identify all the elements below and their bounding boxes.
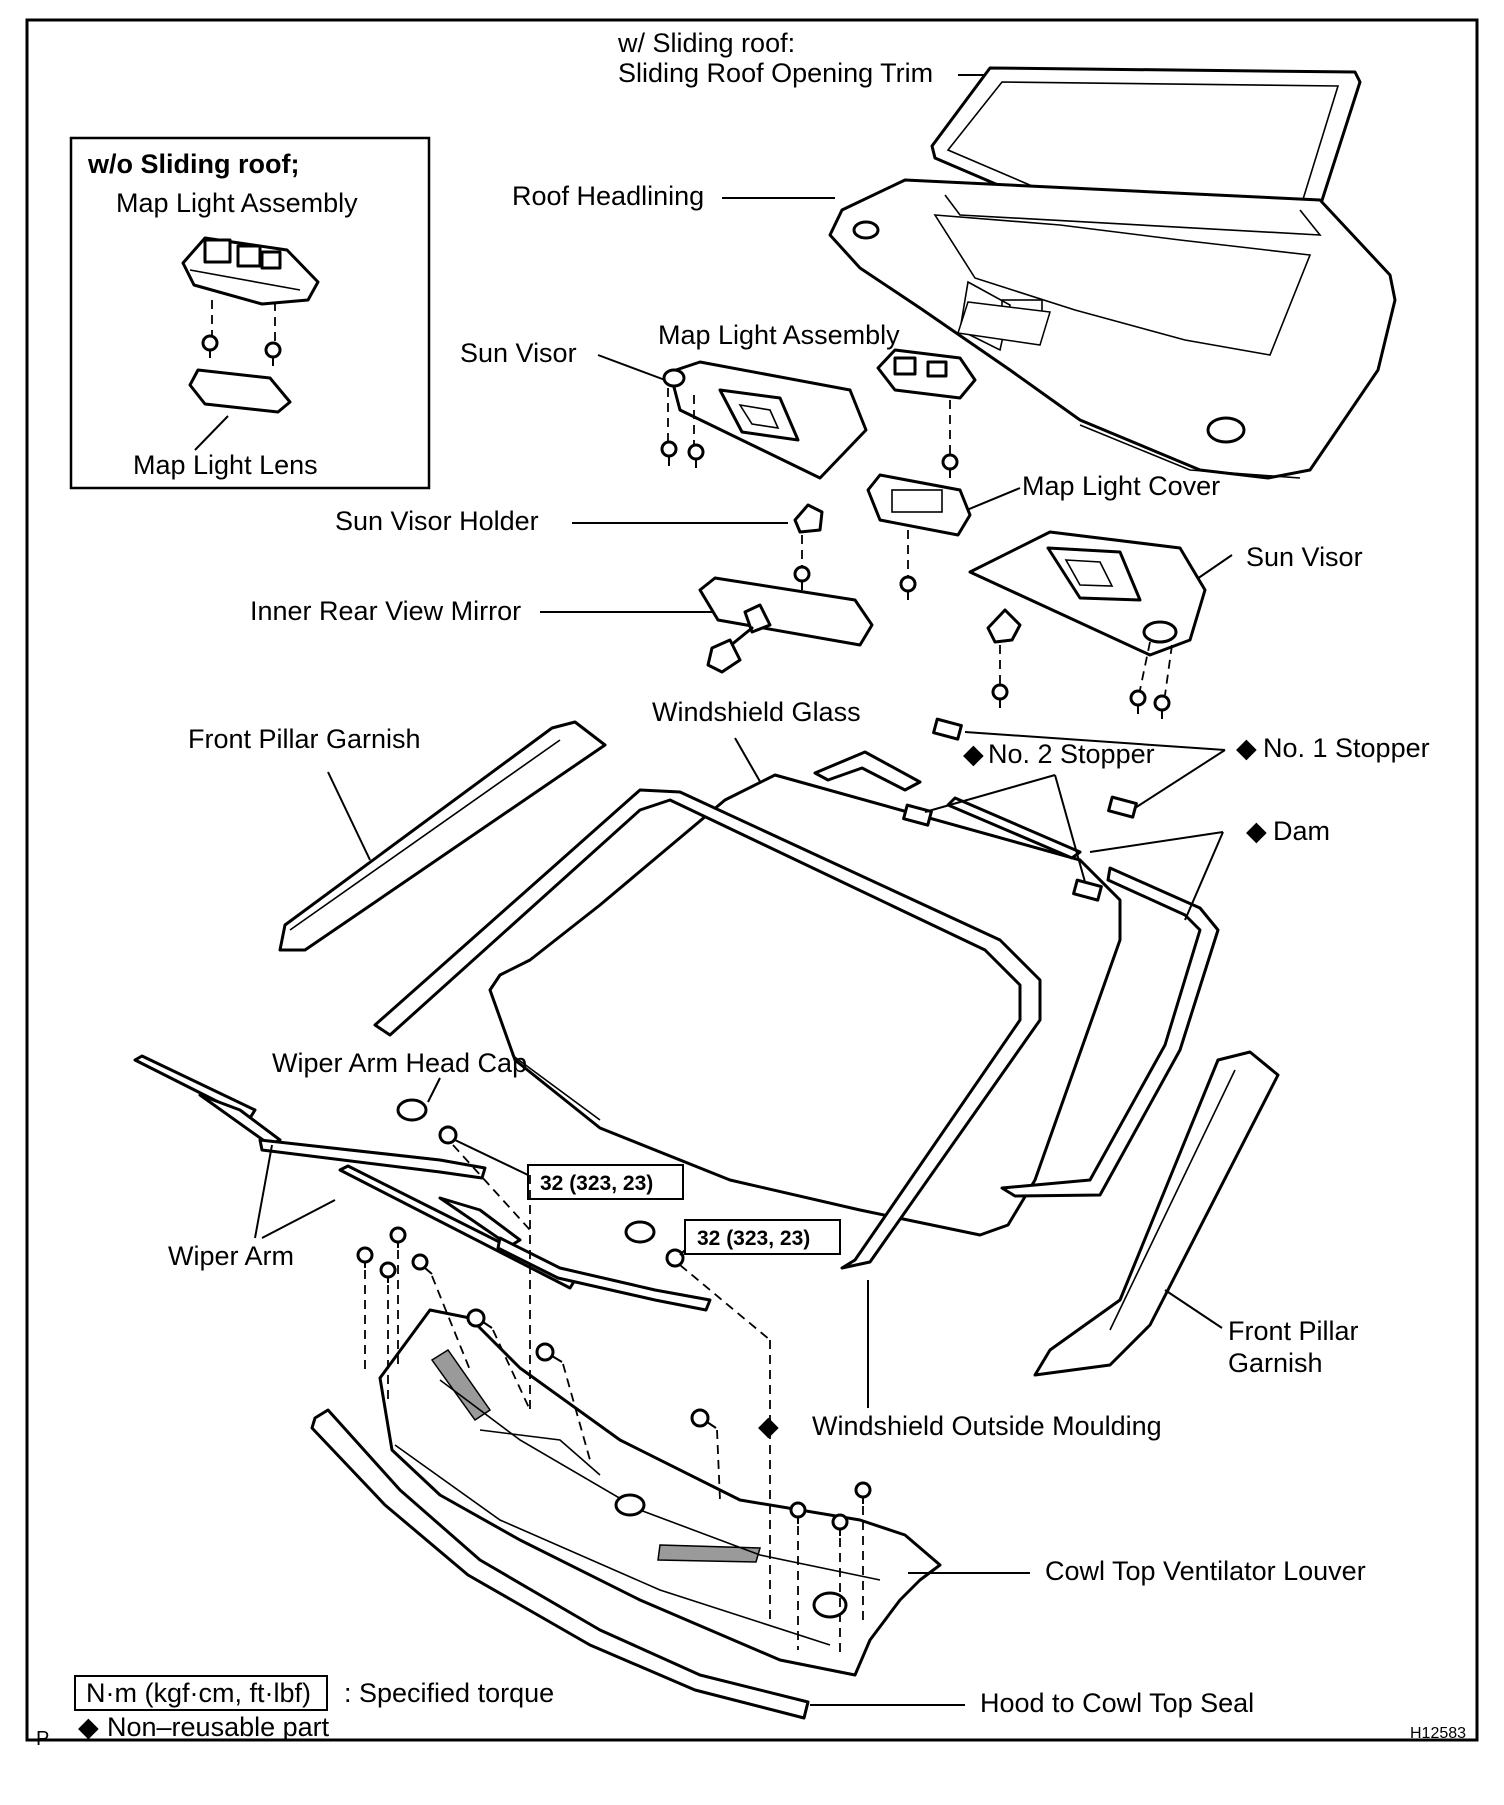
cowl-top-ventilator-louver [378,1308,942,1677]
torque-value-1: 32 (323, 23) [540,1172,653,1195]
inner-rear-view-mirror-label: Inner Rear View Mirror [250,596,521,626]
map-light-cover [866,473,972,537]
inset-map-light-lens [188,368,292,414]
wiper-arm-head-cap-left [396,1098,428,1122]
roof-headlining-label: Roof Headlining [512,181,704,211]
front-pillar-garnish-left [278,720,607,952]
front-pillar-garnish-left-label: Front Pillar Garnish [188,724,421,754]
sun-visor-left [662,360,868,480]
figure-id: H12583 [1410,1725,1466,1742]
sliding-roof-label-line2: Sliding Roof Opening Trim [618,58,933,88]
wiper-arm-left [133,1054,487,1180]
windshield-outside-moulding-label: Windshield Outside Moulding [812,1411,1162,1441]
legend-torque-text: : Specified torque [344,1678,554,1708]
dam-label: Dam [1273,816,1330,846]
no1-stopper-b [1107,795,1138,819]
figure-frame [25,18,1479,1742]
dam [813,750,1220,1198]
torque-value-2: 32 (323, 23) [697,1227,810,1250]
torque-box-2: 32 (323, 23) [684,1219,841,1255]
inset-map-light-assembly-label: Map Light Assembly [116,188,358,218]
front-pillar-garnish-right [1033,1050,1280,1377]
no2-stopper-diamond: ◆ [963,739,984,769]
cowl-fasteners [356,1144,872,1655]
roof-headlining [828,178,1397,480]
wiper-arm-head-cap-right [624,1220,656,1244]
corner-letter: P [36,1728,49,1750]
inset-box: w/o Sliding roof; Map Light Assembly Map… [69,136,431,490]
inset-map-light-lens-label: Map Light Lens [133,450,318,480]
inner-rear-view-mirror [698,576,874,674]
no2-stopper-a [902,803,933,827]
wiper-arm-right [338,1164,712,1312]
legend-diamond: ◆ [78,1712,99,1742]
no1-stopper-label: No. 1 Stopper [1263,733,1430,763]
wiper-arm-label: Wiper Arm [168,1241,294,1271]
map-light-assembly-label: Map Light Assembly [658,320,900,350]
map-light-assembly [876,348,977,400]
legend-torque-box-text: N·m (kgf·cm, ft·lbf) [86,1678,311,1708]
inset-title: w/o Sliding roof; [87,149,299,179]
windshield-outside-moulding-diamond: ◆ [758,1411,779,1441]
sun-visor-right [968,530,1207,657]
legend: N·m (kgf·cm, ft·lbf) : Specified torque … [74,1675,554,1742]
windshield-glass-label: Windshield Glass [652,697,861,727]
sun-visor-holder-right [986,608,1022,644]
cowl-top-ventilator-louver-label: Cowl Top Ventilator Louver [1045,1556,1366,1586]
inset-map-light-assembly [181,236,320,306]
sun-visor-left-label: Sun Visor [460,338,577,368]
sun-visor-right-label: Sun Visor [1246,542,1363,572]
map-light-cover-label: Map Light Cover [1022,471,1220,501]
front-pillar-garnish-right-label-2: Garnish [1228,1348,1323,1378]
dam-diamond: ◆ [1246,816,1267,846]
sun-visor-holder [793,503,824,534]
sliding-roof-label-line1: w/ Sliding roof: [617,28,795,58]
windshield-outside-moulding [373,788,1042,1270]
legend-nonreusable-text: Non–reusable part [107,1712,330,1742]
hood-to-cowl-top-seal-label: Hood to Cowl Top Seal [980,1688,1254,1718]
no1-stopper-a [932,717,963,741]
no2-stopper-b [1072,878,1103,902]
no1-stopper-diamond: ◆ [1236,733,1257,763]
hood-to-cowl-top-seal [310,1408,810,1720]
front-pillar-garnish-right-label-1: Front Pillar [1228,1316,1359,1346]
wiper-arm-head-cap-label: Wiper Arm Head Cap [272,1048,527,1078]
torque-box-1: 32 (323, 23) [527,1164,684,1200]
sun-visor-holder-label: Sun Visor Holder [335,506,539,536]
